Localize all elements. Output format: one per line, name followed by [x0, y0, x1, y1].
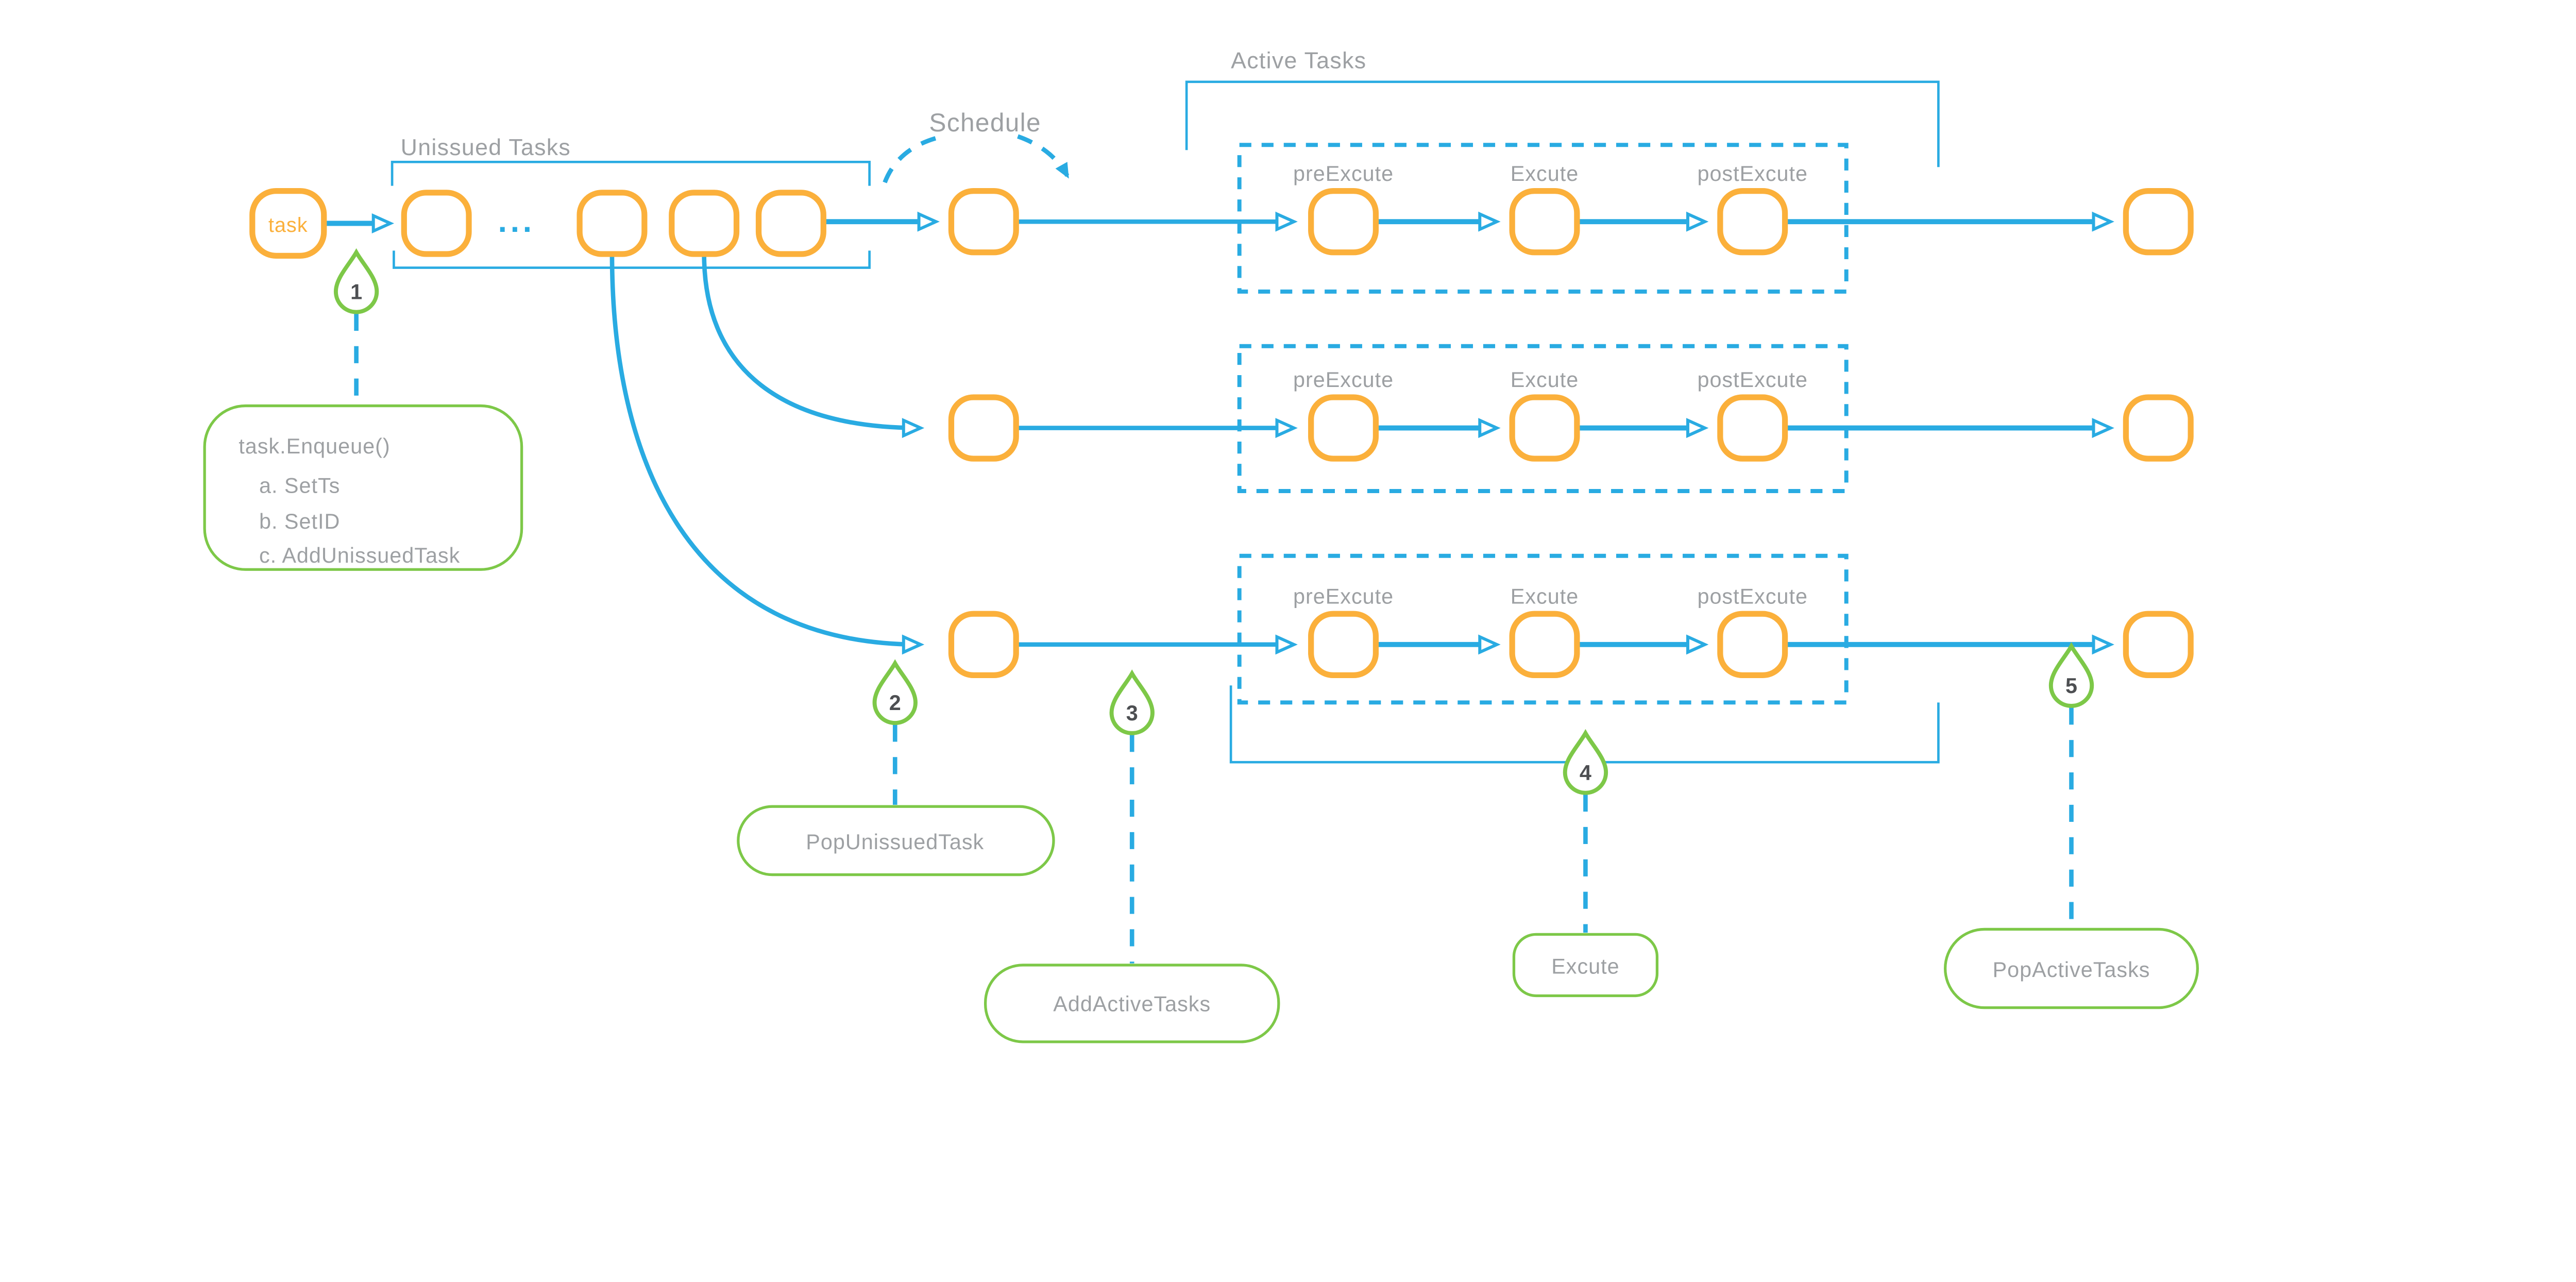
- unissued-task-node: [755, 190, 826, 257]
- step-marker-1: 1: [333, 248, 379, 314]
- active-tasks-label: Active Tasks: [1231, 48, 1366, 73]
- callout-label: Excute: [1551, 954, 1619, 978]
- scheduled-node-row2: [948, 394, 1019, 462]
- active-tasks-bracket-top: [1185, 80, 1940, 167]
- stage-label-pre-row3: preExcute: [1293, 584, 1394, 608]
- callout-label: PopActiveTasks: [1993, 958, 2150, 982]
- unissued-tasks-label: Unissued Tasks: [401, 135, 571, 160]
- step-marker-2: 2: [872, 659, 918, 726]
- task-node-shape: [249, 188, 327, 259]
- stage-label-post-row2: postExcute: [1697, 368, 1808, 392]
- queue-ellipsis: ...: [498, 203, 535, 239]
- stage-label-post-row3: postExcute: [1697, 584, 1808, 608]
- droplet-icon: [333, 248, 379, 314]
- callout-box: [737, 805, 1055, 876]
- step-3-callout: AddActiveTasks: [984, 964, 1280, 1043]
- step-number: 4: [1580, 761, 1591, 785]
- post-excute-node-row1: [1717, 188, 1788, 256]
- unissued-tasks-bracket-top: [391, 161, 871, 186]
- step-2-callout: PopUnissuedTask: [737, 805, 1055, 876]
- step-marker-5: 5: [2048, 642, 2094, 708]
- callout-box: [203, 404, 523, 571]
- callout-line: c. AddUnissuedTask: [259, 544, 460, 567]
- step-number: 1: [350, 280, 362, 304]
- excute-node-row3: [1509, 611, 1580, 679]
- callout-box: [984, 964, 1280, 1043]
- stage-label-post-row1: postExcute: [1697, 162, 1808, 185]
- stage-label-exec-row3: Excute: [1511, 584, 1579, 608]
- task-node-label: task: [268, 214, 308, 237]
- curve-queue-to-row2: [702, 254, 925, 438]
- unissued-tasks-bracket-bottom: [393, 250, 871, 269]
- step-marker-3: 3: [1109, 669, 1155, 735]
- schedule-arc-left: [883, 134, 943, 183]
- callout-box: [1512, 933, 1659, 998]
- step-marker-4: 4: [1563, 729, 1608, 795]
- step-1-callout: task.Enqueue() a. SetTs b. SetID c. AddU…: [203, 404, 523, 571]
- stage-label-pre-row2: preExcute: [1293, 368, 1394, 392]
- pre-excute-node-row3: [1308, 611, 1379, 679]
- step-number: 2: [889, 691, 901, 715]
- unissued-task-node: [577, 190, 648, 257]
- droplet-icon: [872, 659, 918, 726]
- stage-label-pre-row1: preExcute: [1293, 162, 1394, 185]
- post-excute-node-row3: [1717, 611, 1788, 679]
- scheduled-node-row3: [948, 611, 1019, 679]
- excute-node-row2: [1509, 394, 1580, 462]
- stage-label-exec-row2: Excute: [1511, 368, 1579, 392]
- pre-excute-node-row2: [1308, 394, 1379, 462]
- step-5-callout: PopActiveTasks: [1943, 927, 2199, 1009]
- step-number: 3: [1126, 701, 1138, 725]
- unissued-task-node: [669, 190, 740, 257]
- scheduled-node-row1: [948, 188, 1019, 256]
- pre-excute-node-row1: [1308, 188, 1379, 256]
- droplet-icon: [1109, 669, 1155, 735]
- unissued-task-node: [401, 190, 472, 257]
- stage-label-exec-row1: Excute: [1511, 162, 1579, 185]
- curve-queue-to-row3: [609, 254, 925, 655]
- step-4-callout: Excute: [1512, 933, 1659, 998]
- callout-label: AddActiveTasks: [1053, 992, 1211, 1016]
- post-excute-node-row2: [1717, 394, 1788, 462]
- excute-node-row1: [1509, 188, 1580, 256]
- task-node: task: [249, 188, 327, 259]
- droplet-icon: [2048, 642, 2094, 708]
- callout-box: [1943, 927, 2199, 1009]
- callout-line: task.Enqueue(): [239, 434, 390, 458]
- schedule-arc-arrow: [1017, 134, 1070, 179]
- end-node-row2: [2123, 394, 2194, 462]
- step-number: 5: [2065, 674, 2077, 698]
- schedule-label: Schedule: [929, 108, 1041, 137]
- task-scheduler-diagram: Unissued Tasks Schedule Active Tasks tas…: [203, 48, 2199, 1043]
- callout-line: b. SetID: [259, 510, 340, 533]
- end-node-row1: [2123, 188, 2194, 256]
- end-node-row3: [2123, 611, 2194, 679]
- callout-line: a. SetTs: [259, 474, 340, 497]
- callout-label: PopUnissuedTask: [806, 830, 984, 854]
- droplet-icon: [1563, 729, 1608, 795]
